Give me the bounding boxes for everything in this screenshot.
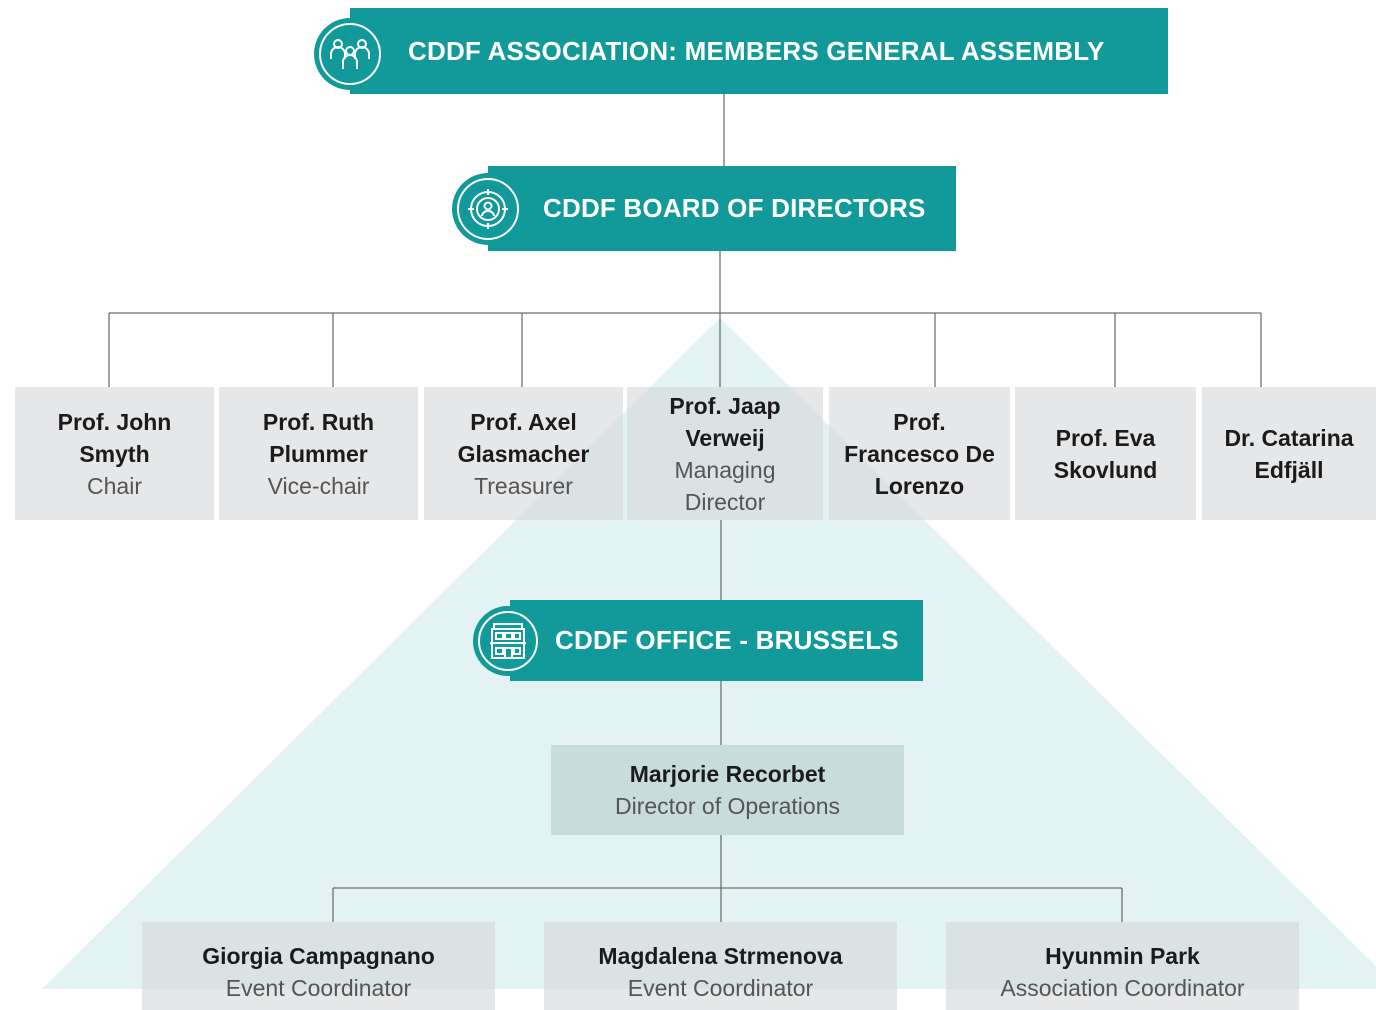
member-role: Managing Director [674,456,776,515]
assembly-banner: CDDF ASSOCIATION: MEMBERS GENERAL ASSEMB… [350,8,1168,94]
board-member-card: Prof. Eva Skovlund [1015,387,1196,520]
board-member-card: Prof. Francesco De Lorenzo [829,387,1010,520]
member-role: Treasurer [474,472,573,499]
staff-role: Event Coordinator [627,975,814,1001]
member-name: Prof. Eva Skovlund [1053,424,1158,483]
staff-role: Association Coordinator [1000,975,1245,1001]
board-title: CDDF BOARD OF DIRECTORS [543,193,926,223]
member-name: Prof. John Smyth [57,408,172,467]
staff-card: Magdalena Strmenova Event Coordinator [544,922,897,1010]
member-name: Prof. Axel Glasmacher [457,408,590,467]
member-name: Prof. Ruth Plummer [262,408,375,467]
staff-card: Giorgia Campagnano Event Coordinator [142,922,495,1010]
people-group-icon [314,18,386,90]
office-building-icon [473,606,543,676]
board-banner: CDDF BOARD OF DIRECTORS [488,166,956,251]
board-member-card: Prof. Ruth Plummer Vice-chair [219,387,418,520]
member-role: Chair [87,472,142,499]
staff-name: Hyunmin Park [1045,943,1200,969]
director-card: Marjorie Recorbet Director of Operations [551,745,904,835]
board-member-card: Prof. Jaap Verweij Managing Director [627,387,823,520]
board-member-card: Prof. Axel Glasmacher Treasurer [424,387,623,520]
member-role: Vice-chair [267,472,370,499]
board-member-card: Prof. John Smyth Chair [15,387,214,520]
staff-name: Magdalena Strmenova [598,943,843,969]
director-name: Marjorie Recorbet [629,761,826,787]
member-name: Prof. Jaap Verweij [669,392,781,451]
office-title: CDDF OFFICE - BRUSSELS [555,625,899,655]
member-name: Dr. Catarina Edfjäll [1224,424,1354,483]
staff-name: Giorgia Campagnano [202,943,435,969]
target-person-icon [452,173,524,245]
assembly-title: CDDF ASSOCIATION: MEMBERS GENERAL ASSEMB… [408,35,1105,66]
board-member-card: Dr. Catarina Edfjäll [1202,387,1376,520]
staff-card: Hyunmin Park Association Coordinator [946,922,1299,1010]
member-name: Prof. Francesco De Lorenzo [844,408,995,499]
staff-role: Event Coordinator [225,975,412,1001]
office-banner: CDDF OFFICE - BRUSSELS [510,600,923,681]
director-role: Director of Operations [615,793,840,819]
